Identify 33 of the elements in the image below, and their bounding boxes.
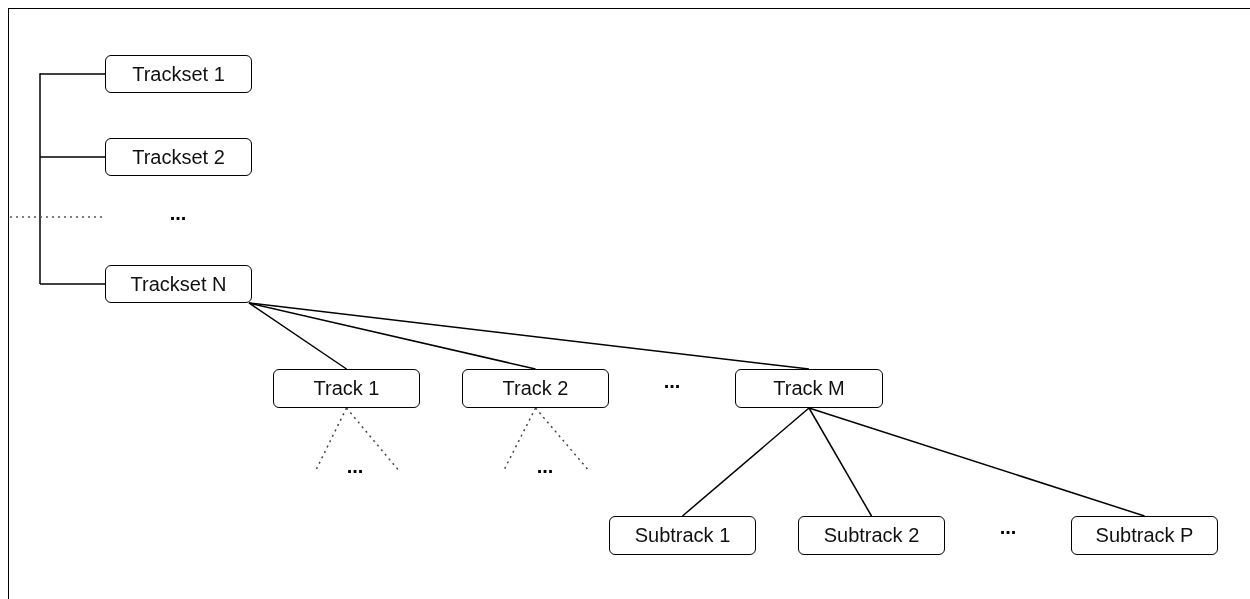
ellipsis-label: ... (346, 456, 364, 476)
node-label: Trackset 2 (132, 145, 225, 169)
node-label: Trackset N (130, 272, 227, 296)
ellipsis-label: ... (999, 517, 1017, 537)
node-label: Track M (773, 377, 845, 400)
tree-node-box (735, 369, 883, 408)
connector-line (248, 302, 348, 370)
ellipsis-label: ... (536, 456, 554, 476)
node-label: Track 1 (313, 377, 380, 400)
node-label: Subtrack P (1095, 524, 1194, 547)
connector-line (39, 283, 106, 285)
tree-node-box (609, 516, 756, 555)
node-label: Trackset 1 (132, 62, 225, 86)
node-label: Track 2 (502, 377, 569, 400)
connector-line (808, 407, 1146, 517)
node-label: Subtrack 2 (823, 524, 920, 547)
connector-line (39, 73, 106, 75)
connector-line (681, 407, 810, 517)
tree-node-box (273, 369, 420, 408)
ellipsis-label: ... (169, 203, 187, 223)
tree-node-box (105, 138, 252, 176)
dotted-line (534, 407, 591, 473)
connector-line (248, 302, 810, 370)
tree-node-box (105, 265, 252, 303)
tree-node-box (798, 516, 945, 555)
tree-node-box (462, 369, 609, 408)
ellipsis-label: ... (663, 371, 681, 391)
node-label: Subtrack 1 (634, 524, 731, 547)
dotted-line (345, 407, 401, 473)
connector-line (39, 156, 106, 158)
connector-line (808, 407, 873, 517)
tree-node-box (105, 55, 252, 93)
tree-node-box (1071, 516, 1218, 555)
